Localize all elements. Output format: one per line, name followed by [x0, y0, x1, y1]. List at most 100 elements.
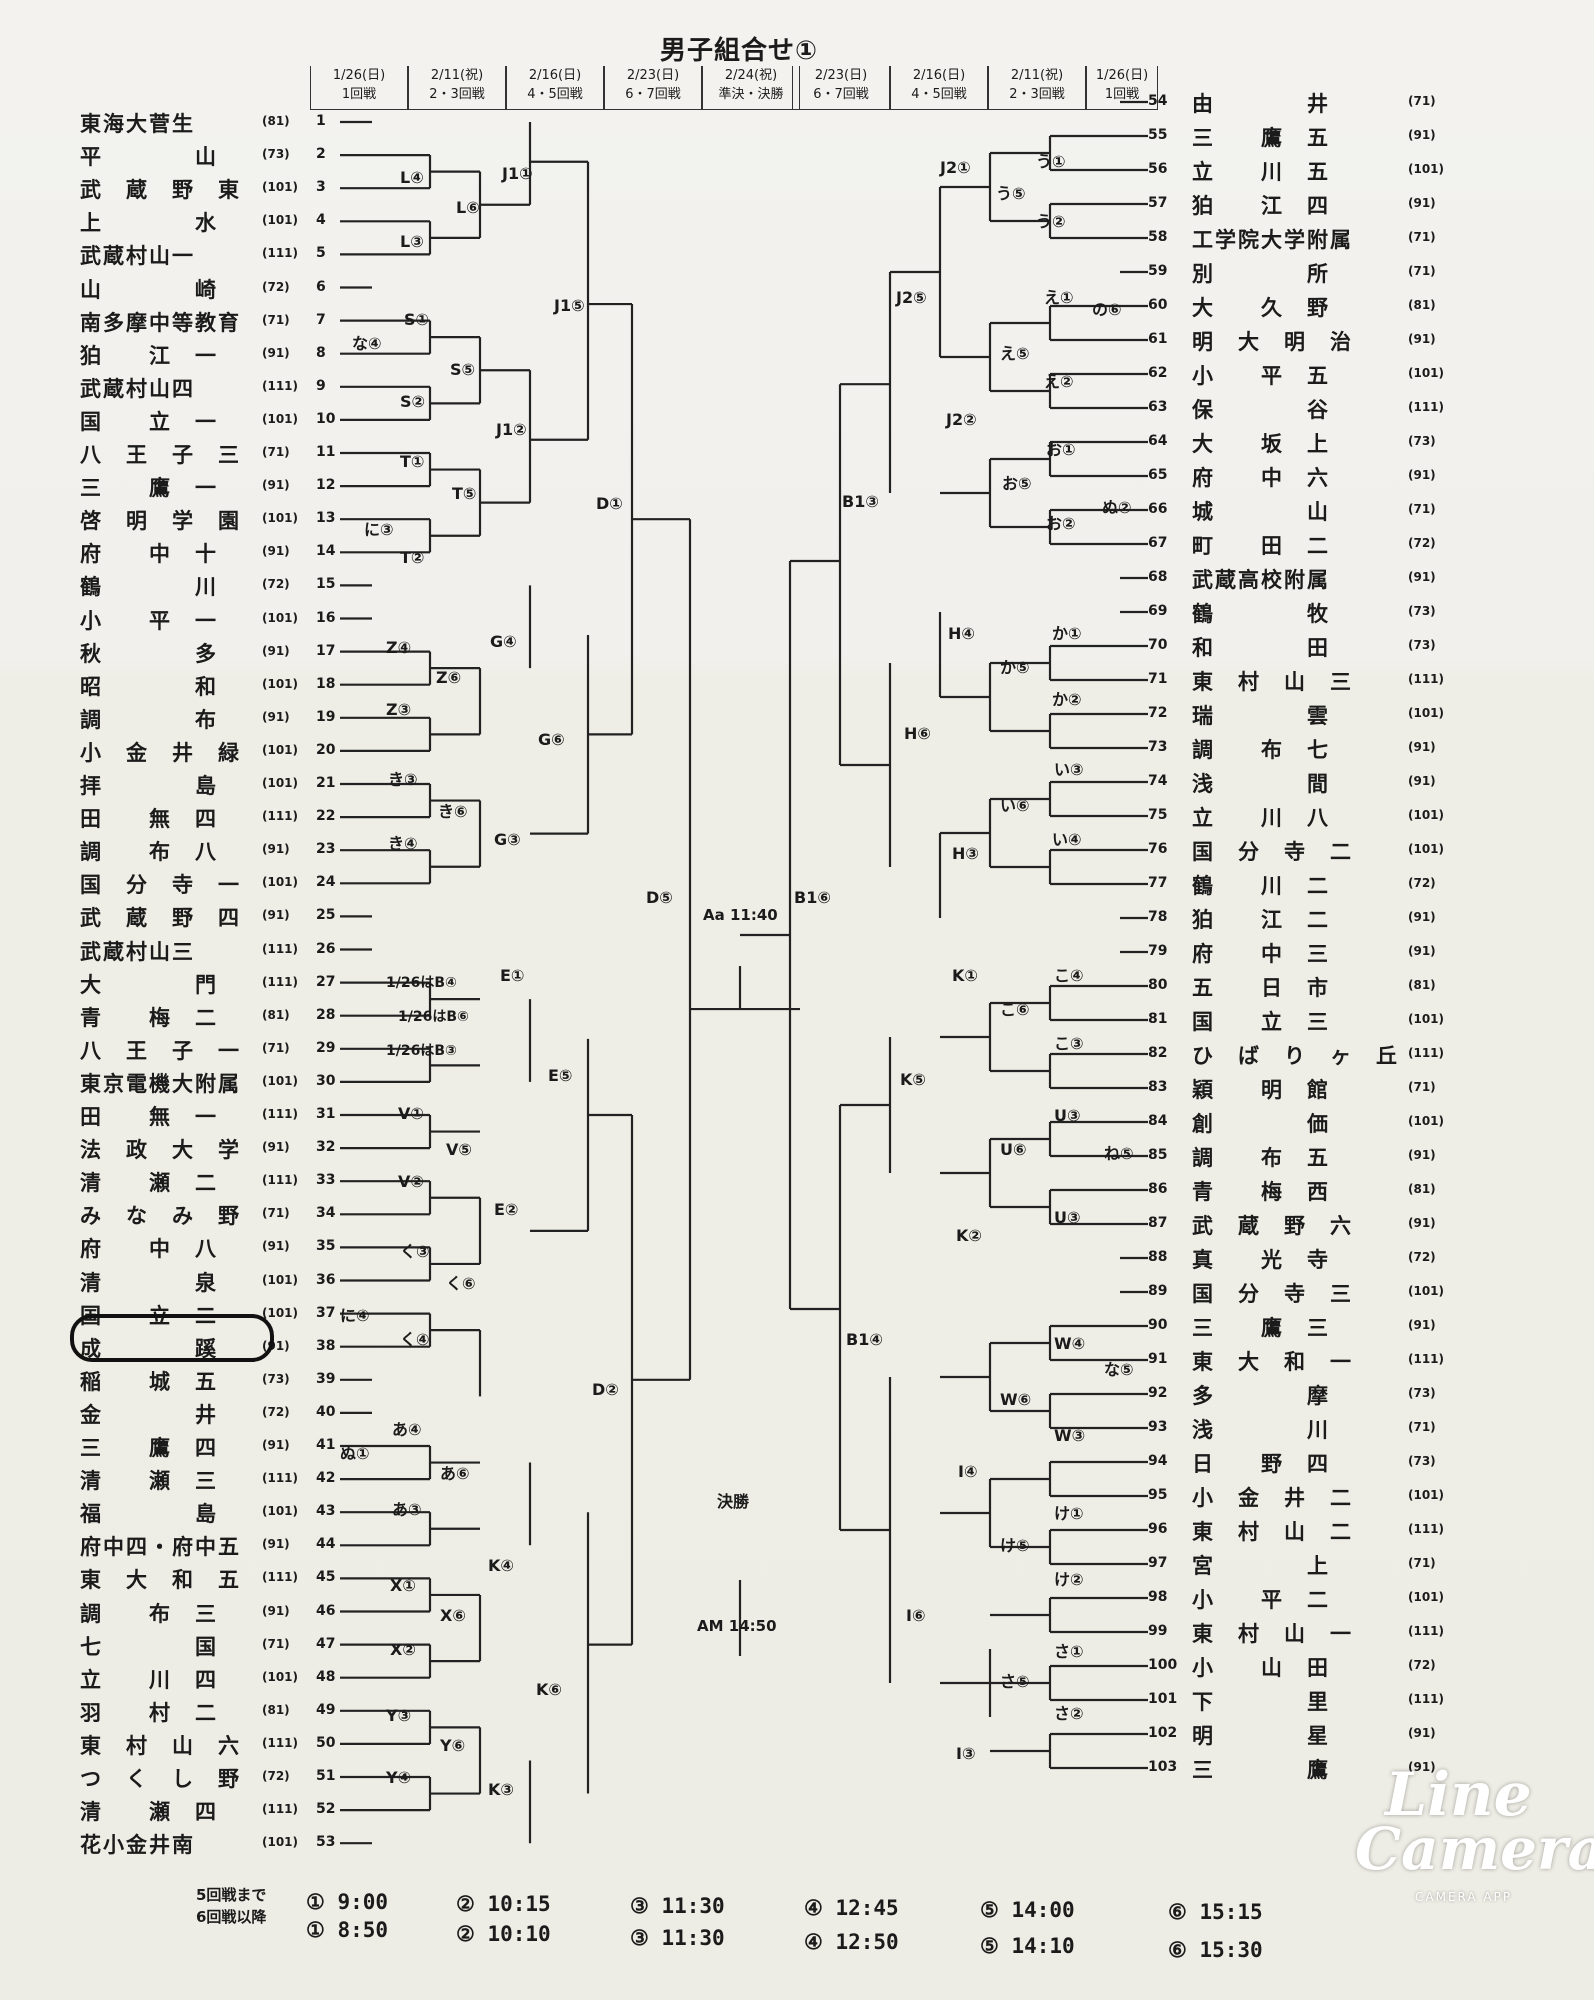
team-tag: (72)	[1408, 1658, 1436, 1672]
team-tag: (91)	[262, 544, 290, 559]
team-tag: (111)	[1408, 1624, 1445, 1638]
match-label: く③	[400, 1242, 430, 1261]
team-tag: (71)	[1408, 94, 1436, 108]
round-date: 1/26(日)	[1095, 68, 1149, 83]
match-label: J2②	[946, 410, 977, 429]
team-name: 青 梅 西	[1192, 1180, 1330, 1204]
team-number: 23	[316, 841, 336, 858]
team-name: 狛 江 一	[80, 343, 218, 368]
team-tag: (111)	[1408, 400, 1445, 414]
match-label: 1/26はB⑥	[398, 1009, 469, 1025]
team-tag: (91)	[1408, 468, 1436, 482]
team-number: 21	[316, 775, 336, 791]
team-tag: (71)	[1408, 1080, 1436, 1094]
team-name: 下 里	[1192, 1690, 1330, 1714]
team-name: 東京電機大附属	[80, 1071, 241, 1096]
team-name: 小 平 二	[1192, 1588, 1330, 1612]
round-date: 2/23(日)	[814, 68, 868, 83]
team-tag: (91)	[1408, 1726, 1436, 1740]
team-tag: (111)	[262, 974, 299, 989]
round-name: 2・3回戦	[1009, 87, 1065, 102]
team-number: 58	[1148, 229, 1168, 245]
team-tag: (91)	[1408, 1318, 1436, 1332]
team-name: 国 分 寺 一	[80, 873, 241, 898]
team-tag: (101)	[1408, 1488, 1445, 1502]
team-tag: (91)	[262, 1239, 290, 1254]
match-label: こ③	[1054, 1034, 1084, 1053]
team-number: 45	[316, 1569, 336, 1586]
team-number: 35	[316, 1238, 336, 1255]
team-number: 39	[316, 1370, 336, 1387]
team-number: 59	[1148, 263, 1168, 279]
team-name: 秋 多	[80, 641, 218, 666]
team-name: 日 野 四	[1192, 1452, 1330, 1476]
team-number: 28	[316, 1006, 336, 1023]
match-label: あ⑥	[440, 1464, 470, 1483]
team-tag: (91)	[1408, 944, 1436, 958]
team-number: 38	[316, 1337, 336, 1354]
round-header: 2/16(日)4・5回戦	[890, 66, 988, 110]
team-name: 拝 島	[80, 774, 218, 798]
match-label: I④	[958, 1462, 978, 1481]
team-name: 武蔵村山四	[80, 376, 195, 401]
match-label: T⑤	[452, 484, 477, 503]
round-name: 4・5回戦	[527, 87, 583, 102]
team-tag: (91)	[262, 1603, 290, 1618]
team-tag: (111)	[1408, 1522, 1445, 1536]
match-label: 1/26はB③	[386, 1043, 457, 1059]
team-number: 94	[1148, 1453, 1168, 1469]
match-label: H⑥	[904, 724, 931, 743]
match-label: J1⑤	[554, 296, 585, 315]
team-number: 82	[1148, 1045, 1168, 1061]
team-name: ひ ば り ヶ 丘	[1192, 1044, 1399, 1068]
round-header: 1/26(日)1回戦	[1086, 66, 1158, 110]
team-number: 4	[316, 212, 326, 229]
team-number: 54	[1148, 93, 1168, 109]
team-tag: (101)	[262, 776, 299, 790]
team-name: 武 蔵 野 東	[80, 178, 241, 203]
team-number: 66	[1148, 501, 1168, 517]
team-name: 平 山	[80, 145, 218, 170]
team-number: 65	[1148, 467, 1168, 483]
match-label: え②	[1044, 372, 1074, 391]
match-label: X⑥	[440, 1606, 466, 1625]
match-label: B1③	[842, 492, 879, 511]
match-label: え①	[1044, 288, 1074, 307]
team-tag: (91)	[1408, 1148, 1436, 1162]
match-label: V⑤	[446, 1140, 472, 1159]
team-name: 三 鷹 一	[80, 476, 218, 501]
footer-row1-label: 5回戦まで	[196, 1886, 267, 1904]
team-name: 立 川 五	[1192, 160, 1330, 184]
team-number: 98	[1148, 1589, 1168, 1605]
round-date: 2/11(祝)	[430, 68, 484, 83]
team-number: 78	[1148, 909, 1168, 925]
footer-time: ⑥ 15:15	[1168, 1900, 1263, 1924]
match-label: K④	[488, 1556, 514, 1575]
team-tag: (81)	[1408, 298, 1436, 312]
team-name: 由 井	[1192, 92, 1330, 116]
footer-time: ⑤ 14:00	[980, 1898, 1075, 1922]
footer-time: ④ 12:45	[804, 1896, 899, 1920]
team-number: 31	[316, 1106, 336, 1122]
team-name: 大 門	[80, 972, 218, 997]
team-tag: (101)	[262, 511, 299, 526]
team-tag: (72)	[1408, 1250, 1436, 1264]
team-name: 金 井	[80, 1402, 218, 1427]
team-name: 保 谷	[1192, 398, 1330, 422]
team-number: 79	[1148, 943, 1168, 959]
team-number: 93	[1148, 1419, 1168, 1435]
team-name: 小 金 井 緑	[80, 740, 241, 765]
match-label: え⑤	[1000, 344, 1030, 363]
team-tag: (72)	[1408, 876, 1436, 890]
team-tag: (73)	[1408, 434, 1436, 448]
team-number: 13	[316, 510, 336, 527]
line-camera-logo: Line Camera CAMERA APP	[1355, 1760, 1594, 1904]
team-number: 51	[316, 1768, 336, 1784]
team-number: 14	[316, 543, 336, 560]
footer-time: ① 9:00	[306, 1890, 389, 1914]
team-tag: (73)	[262, 147, 290, 162]
team-tag: (101)	[262, 875, 299, 890]
team-tag: (111)	[262, 378, 299, 393]
round-date: 2/16(日)	[528, 68, 582, 83]
team-tag: (91)	[262, 478, 290, 493]
